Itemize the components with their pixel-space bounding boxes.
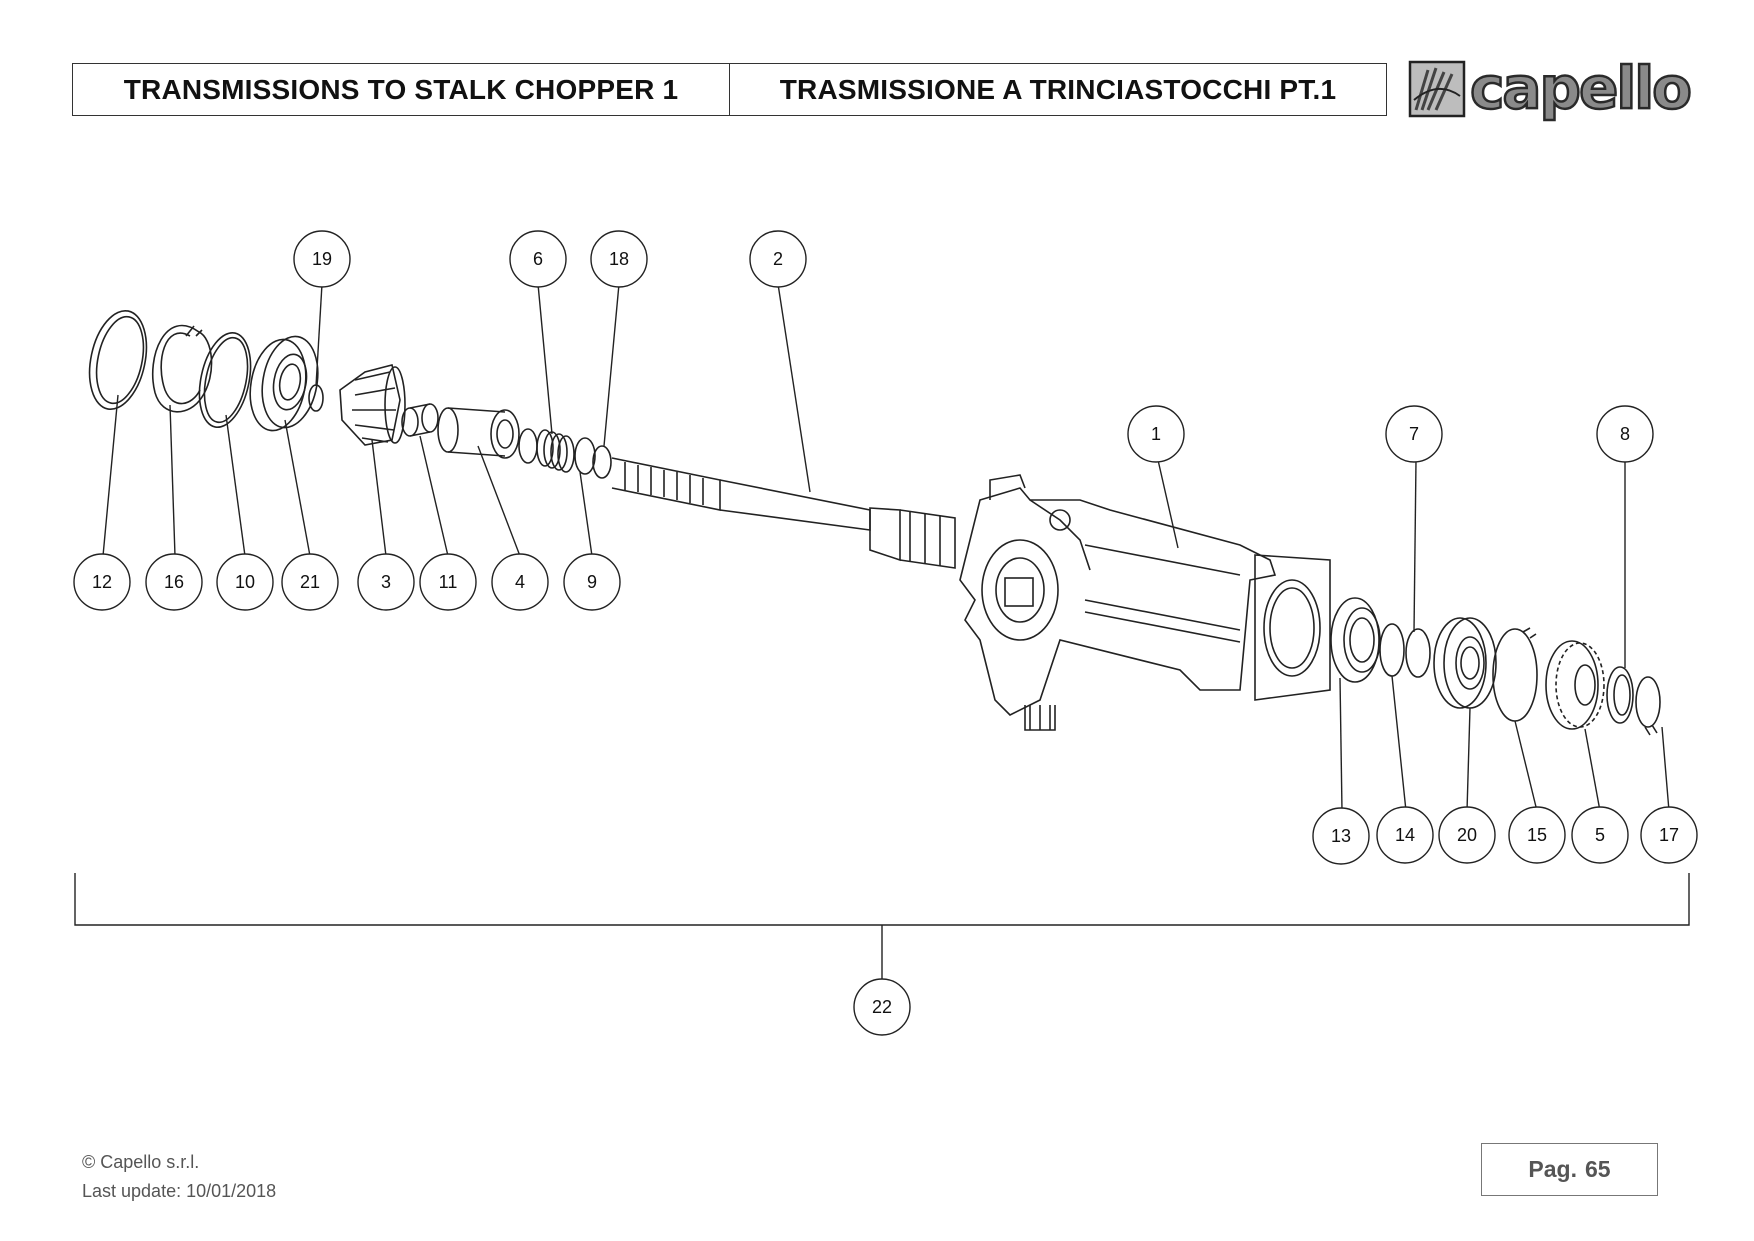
part-16-circlip [151, 324, 213, 413]
svg-text:8: 8 [1620, 424, 1630, 444]
callout-20: 20 [1438, 806, 1496, 864]
svg-text:11: 11 [439, 572, 458, 592]
svg-text:4: 4 [515, 572, 525, 592]
footer: © Capello s.r.l. Last update: 10/01/2018 [82, 1148, 276, 1206]
callout-15: 15 [1508, 806, 1566, 864]
svg-text:21: 21 [300, 572, 320, 592]
svg-text:14: 14 [1395, 825, 1415, 845]
svg-text:2: 2 [773, 249, 783, 269]
part-8-ring [1606, 666, 1634, 724]
svg-text:22: 22 [872, 997, 892, 1017]
title-italian: TRASMISSIONE A TRINCIASTOCCHI PT.1 [779, 73, 1337, 105]
callout-11: 11 [419, 553, 477, 611]
page-number: 65 [1584, 1156, 1611, 1182]
part-17-circlip [1635, 676, 1661, 736]
callout-21: 21 [281, 553, 339, 611]
copyright: © Capello s.r.l. [82, 1152, 200, 1172]
logo-emblem-icon [1408, 60, 1466, 118]
part-13-seal [1330, 597, 1381, 683]
svg-text:6: 6 [533, 249, 543, 269]
page-number-box: Pag. 65 [1481, 1143, 1658, 1196]
callout-19: 19 [293, 230, 351, 288]
callout-10: 10 [216, 553, 274, 611]
part-4-splined-hub [437, 407, 520, 459]
part-11-bushing [401, 403, 439, 437]
callout-14: 14 [1376, 806, 1434, 864]
part-7-ring [1405, 628, 1431, 678]
callout-17: 17 [1640, 806, 1698, 864]
capello-logo: capello [1408, 53, 1693, 123]
part-20-bearing [1433, 617, 1497, 709]
logo-wordmark: capello [1469, 53, 1693, 124]
svg-text:12: 12 [92, 572, 112, 592]
callout-4: 4 [491, 553, 549, 611]
part-3-bevel-gear [339, 364, 406, 446]
callout-18: 18 [590, 230, 648, 288]
callout-2: 2 [749, 230, 807, 288]
callout-5: 5 [1571, 806, 1629, 864]
svg-text:16: 16 [164, 572, 184, 592]
svg-text:20: 20 [1457, 825, 1477, 845]
callout-6: 6 [509, 230, 567, 288]
title-box: TRANSMISSIONS TO STALK CHOPPER 1 TRASMIS… [72, 63, 1387, 116]
part-14-circlip [1379, 623, 1405, 677]
part-9-ring [518, 428, 538, 464]
callout-13: 13 [1312, 807, 1370, 865]
part-6-spring [536, 429, 575, 473]
svg-text:1: 1 [1151, 424, 1161, 444]
part-5-gear [1545, 640, 1605, 730]
callout-12: 12 [73, 553, 131, 611]
title-english: TRANSMISSIONS TO STALK CHOPPER 1 [73, 64, 730, 115]
part-1-gearbox-housing [959, 474, 1331, 731]
svg-text:3: 3 [381, 572, 391, 592]
svg-text:15: 15 [1527, 825, 1547, 845]
part-18-circlip [574, 437, 612, 479]
callout-1: 1 [1127, 405, 1185, 463]
svg-text:13: 13 [1331, 826, 1351, 846]
callout-8: 8 [1596, 405, 1654, 463]
callout-3: 3 [357, 553, 415, 611]
last-update: Last update: 10/01/2018 [82, 1181, 277, 1201]
leader-lines [74, 283, 1690, 981]
svg-text:5: 5 [1595, 825, 1605, 845]
page-label: Pag. [1528, 1156, 1577, 1182]
svg-text:10: 10 [235, 572, 255, 592]
svg-text:18: 18 [609, 249, 629, 269]
svg-text:17: 17 [1659, 825, 1679, 845]
part-15-circlip [1492, 627, 1538, 722]
callout-9: 9 [563, 553, 621, 611]
part-12-ring [88, 309, 148, 411]
part-10-ring [198, 331, 252, 429]
svg-text:9: 9 [587, 572, 597, 592]
svg-text:19: 19 [312, 249, 332, 269]
part-21-bearing [249, 335, 319, 432]
svg-text:7: 7 [1409, 424, 1419, 444]
part-2-shaft [611, 457, 956, 569]
callout-16: 16 [145, 553, 203, 611]
callout-22: 22 [853, 978, 911, 1036]
callout-7: 7 [1385, 405, 1443, 463]
